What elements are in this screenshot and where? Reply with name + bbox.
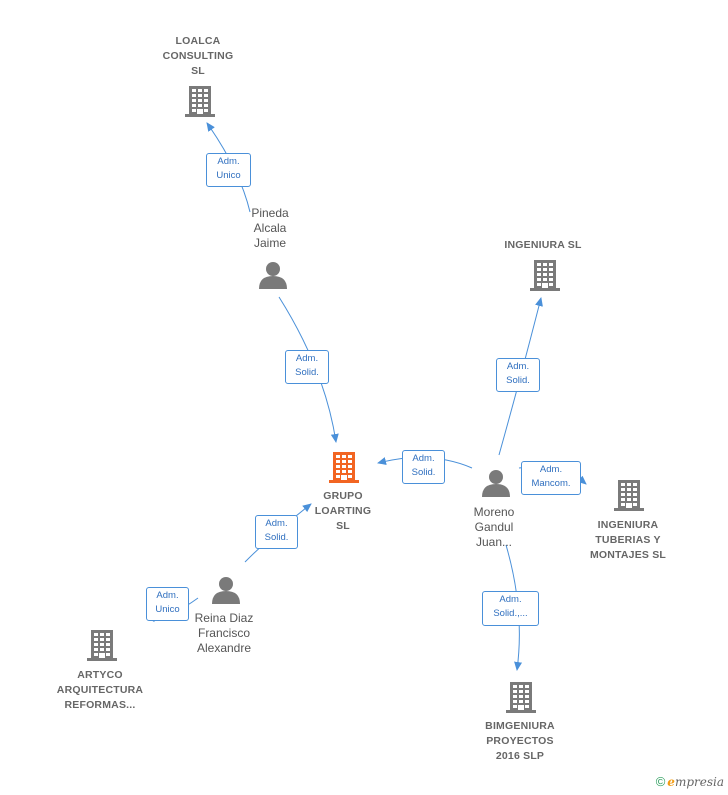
label-line: REFORMAS... <box>64 699 136 711</box>
edge-label-line: Solid. <box>411 467 436 478</box>
edge-label-line: Unico <box>155 604 180 615</box>
copyright-symbol: © <box>655 774 666 789</box>
building-icon <box>185 86 215 117</box>
label-line: Jaime <box>253 236 286 250</box>
company-label-bimgen[interactable]: BIMGENIURA PROYECTOS 2016 SLP <box>465 719 575 764</box>
edge-label-line: Solid. <box>264 532 289 543</box>
brand-initial: e <box>667 775 675 789</box>
label-line: MONTAJES SL <box>589 549 667 561</box>
edge-label-line: Mancom. <box>531 478 571 489</box>
brand-name: mpresia <box>674 775 724 789</box>
label-line: SL <box>191 65 205 77</box>
edge-label-e4[interactable]: Adm. Solid. <box>496 358 540 392</box>
building-icon <box>530 260 560 291</box>
edge-label-line: Adm. <box>265 518 288 529</box>
edge-label-line: Adm. <box>295 353 319 364</box>
edge-label-e7[interactable]: Adm. Solid. <box>255 515 298 549</box>
label-line: PROYECTOS <box>486 735 554 747</box>
edge-label-e5[interactable]: Adm. Mancom. <box>521 461 581 495</box>
label-line: Gandul <box>474 520 514 534</box>
footer-brand: ©empresia <box>656 774 724 789</box>
label-line: GRUPO <box>323 490 363 502</box>
company-label-artyco[interactable]: ARTYCO ARQUITECTURA REFORMAS... <box>45 668 155 713</box>
person-icon <box>212 577 240 604</box>
edge-label-line: Adm. <box>499 594 522 605</box>
edge-label-line: Adm. <box>412 453 435 464</box>
label-line: LOALCA <box>175 35 221 47</box>
company-label-ingeniura[interactable]: INGENIURA SL <box>488 238 598 253</box>
label-line: 2016 SLP <box>495 750 545 762</box>
building-icon <box>506 682 536 713</box>
building-icon <box>614 480 644 511</box>
edge-label-e2[interactable]: Adm. Solid. <box>285 350 329 384</box>
label-line: Alcala <box>253 221 287 235</box>
edge-label-line: Solid. <box>295 367 319 378</box>
label-line: Moreno <box>473 505 515 519</box>
company-label-ingtub[interactable]: INGENIURA TUBERIAS Y MONTAJES SL <box>573 518 683 563</box>
company-label-loalca[interactable]: LOALCA CONSULTING SL <box>143 34 253 79</box>
label-line: Pineda <box>251 206 289 220</box>
person-icon <box>482 470 510 497</box>
label-line: ARTYCO <box>77 669 123 681</box>
label-line: TUBERIAS Y <box>595 534 661 546</box>
label-line: CONSULTING <box>162 50 234 62</box>
label-line: SL <box>336 520 350 532</box>
edge-label-e8[interactable]: Adm. Unico <box>146 587 189 621</box>
edge-label-line: Adm. <box>156 590 179 601</box>
label-line: INGENIURA SL <box>504 239 582 251</box>
edge-label-e6[interactable]: Adm. Solid.,... <box>482 591 539 626</box>
edge-label-line: Solid.,... <box>493 608 528 619</box>
edge-label-e3[interactable]: Adm. Solid. <box>402 450 445 484</box>
company-label-grupo[interactable]: GRUPO LOARTING SL <box>303 489 383 534</box>
label-line: LOARTING <box>314 505 372 517</box>
edge-label-line: Adm. <box>217 156 240 167</box>
label-line: Reina Diaz <box>194 611 254 625</box>
label-line: Alexandre <box>196 641 252 655</box>
edge-label-e1[interactable]: Adm. Unico <box>206 153 251 187</box>
edge-label-line: Adm. <box>506 361 530 372</box>
person-icon <box>259 262 287 289</box>
edge-label-line: Adm. <box>539 464 563 475</box>
label-line: Francisco <box>197 626 250 640</box>
label-line: INGENIURA <box>597 519 659 531</box>
building-icon <box>329 452 359 483</box>
label-line: BIMGENIURA <box>485 720 555 732</box>
edge-label-line: Unico <box>216 170 241 181</box>
label-line: ARQUITECTURA <box>56 684 144 696</box>
label-line: Juan... <box>475 535 513 549</box>
building-icon <box>87 630 117 661</box>
edge-label-line: Solid. <box>506 375 530 386</box>
